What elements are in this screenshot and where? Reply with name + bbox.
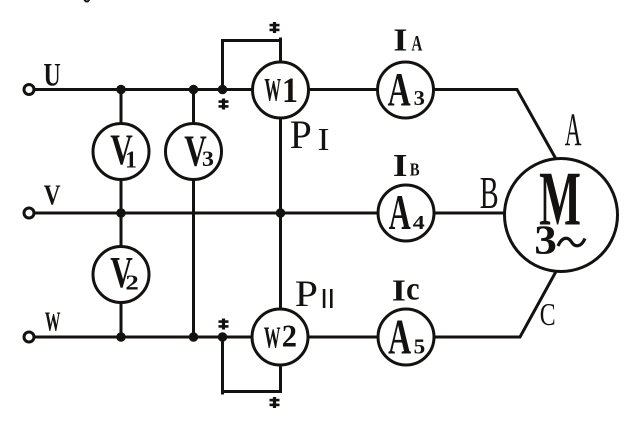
- svg-text:M: M: [539, 156, 581, 242]
- svg-text:P: P: [290, 112, 312, 158]
- svg-text:V: V: [110, 249, 133, 297]
- svg-text:A: A: [388, 310, 411, 365]
- svg-text:1: 1: [125, 147, 137, 174]
- svg-text:V: V: [44, 179, 61, 211]
- svg-text:A: A: [389, 186, 411, 240]
- svg-text:I: I: [318, 123, 330, 157]
- svg-text:W: W: [264, 71, 281, 108]
- svg-text:A: A: [411, 32, 422, 57]
- svg-text:A: A: [388, 63, 411, 116]
- svg-text:W: W: [264, 321, 281, 355]
- svg-text:U: U: [44, 58, 61, 93]
- svg-text:B: B: [480, 168, 499, 218]
- svg-text:c: c: [406, 270, 419, 306]
- svg-text:V: V: [184, 127, 207, 176]
- svg-text:I: I: [393, 23, 407, 58]
- svg-text:2: 2: [282, 318, 297, 354]
- svg-text:B: B: [410, 159, 420, 180]
- svg-text:I: I: [393, 149, 408, 183]
- svg-text:1: 1: [282, 71, 298, 110]
- svg-text:V: V: [110, 126, 132, 174]
- svg-text:4: 4: [413, 212, 425, 233]
- svg-text:W: W: [45, 306, 61, 337]
- svg-text:3: 3: [414, 86, 425, 110]
- svg-text:C: C: [540, 298, 556, 333]
- svg-text:2: 2: [125, 271, 138, 295]
- svg-text:3: 3: [202, 147, 214, 171]
- svg-text:3: 3: [534, 219, 557, 263]
- svg-text:A: A: [565, 103, 582, 155]
- svg-text:5: 5: [414, 334, 426, 358]
- svg-text:I: I: [392, 274, 406, 308]
- svg-text:P: P: [295, 273, 318, 315]
